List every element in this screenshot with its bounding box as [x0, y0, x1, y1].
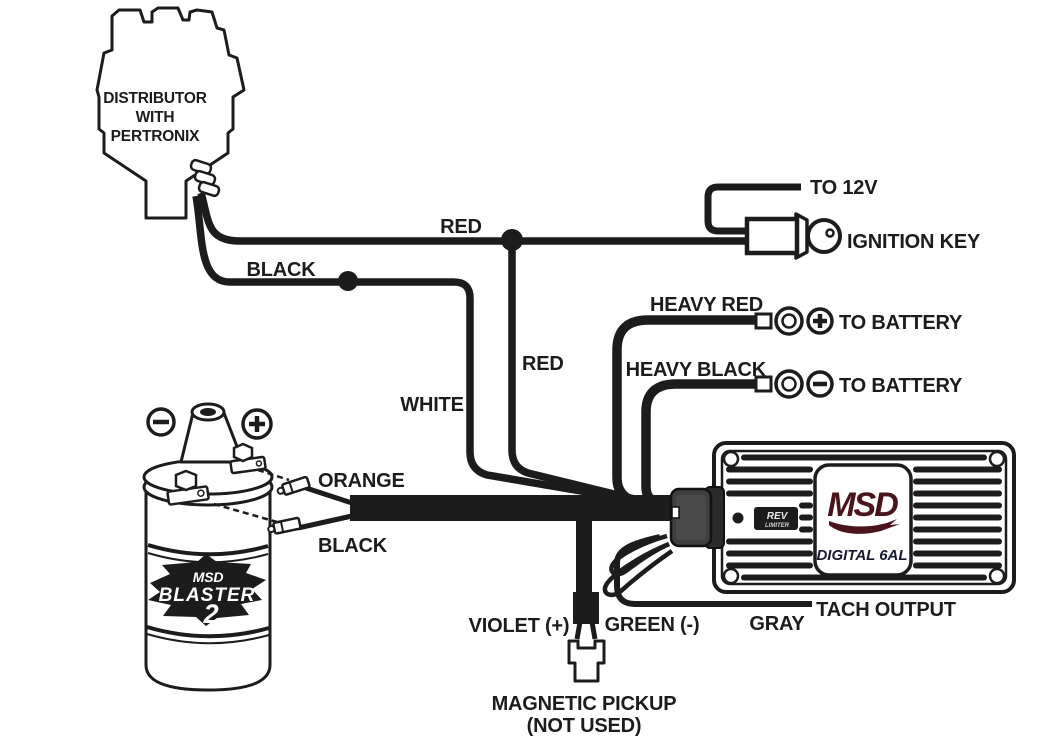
label-magnetic-pickup-line1: MAGNETIC PICKUP [492, 693, 677, 715]
dashed-lead [257, 468, 290, 482]
splice-dot-red [501, 229, 523, 251]
pickup-socket [567, 639, 606, 683]
switch-body [744, 216, 800, 256]
msd-ignition-box: REV LIMITER MSD DIGITAL 6AL [712, 441, 1016, 594]
label-black-top: BLACK [247, 259, 317, 281]
coil-brand: MSD [193, 569, 224, 585]
crimp-connector [754, 375, 773, 393]
ignition-switch [744, 212, 842, 260]
harness-connector [669, 486, 725, 549]
splice-dot-black [338, 271, 358, 291]
label-ignition-key: IGNITION KEY [847, 231, 981, 253]
label-red-top: RED [440, 216, 482, 238]
coil-negative-nut [174, 469, 198, 492]
orange-wire [305, 485, 353, 506]
label-magnetic-pickup-line2: (NOT USED) [527, 715, 642, 737]
rev-limiter-badge: REV LIMITER [754, 507, 798, 530]
crimp-connector [754, 312, 773, 330]
rev-limiter-text1: REV [767, 511, 789, 522]
red-wire [197, 191, 753, 245]
led-indicator [732, 512, 744, 524]
coil-harness [350, 495, 670, 521]
coil-positive-nut [232, 442, 254, 463]
connector-latch [671, 506, 680, 519]
label-to-12v: TO 12V [810, 177, 878, 199]
battery-positive-terminal [754, 306, 834, 336]
coil-logo-badge [148, 554, 266, 626]
label-heavy-red: HEAVY RED [650, 294, 763, 316]
coil-positive-icon [241, 408, 273, 440]
gray-wire-loop [602, 541, 674, 598]
battery-negative-terminal [754, 369, 834, 399]
label-to-battery-pos: TO BATTERY [839, 312, 963, 334]
ignition-key-icon [806, 218, 842, 254]
magnetic-pickup-connector [567, 592, 606, 683]
msd-model: DIGITAL 6AL [816, 547, 907, 564]
key-hole [825, 228, 835, 238]
rev-limiter-text2: LIMITER [765, 523, 790, 529]
corner-screw [988, 450, 1006, 468]
distributor-label-line3: PERTRONIX [111, 128, 200, 145]
labels: RED BLACK TO 12V IGNITION KEY HEAVY RED … [247, 177, 982, 737]
msd-logo-panel: MSD DIGITAL 6AL [813, 463, 913, 577]
to-12v-wire [704, 183, 801, 235]
label-orange: ORANGE [318, 470, 405, 492]
msd-swoosh [829, 519, 900, 534]
ignition-coil: MSD BLASTER 2 [142, 402, 311, 692]
coil-model: BLASTER [159, 585, 256, 606]
label-to-battery-neg: TO BATTERY [839, 375, 963, 397]
distributor-label-line1: DISTRIBUTOR [103, 90, 206, 107]
black-coil-wire [297, 513, 353, 531]
coil-negative-icon [146, 407, 176, 437]
pickup-plug [573, 592, 599, 624]
corner-screw [988, 567, 1006, 585]
label-tach-output: TACH OUTPUT [816, 599, 956, 621]
label-heavy-black: HEAVY BLACK [626, 359, 767, 381]
label-gray: GRAY [749, 613, 805, 635]
dashed-lead [213, 502, 278, 524]
spade-terminal-black [267, 516, 302, 535]
cooling-fins [726, 454, 1002, 581]
spade-terminal-orange [276, 475, 311, 496]
red-wire-vertical [508, 241, 660, 509]
label-violet: VIOLET (+) [469, 615, 570, 637]
coil-model-number: 2 [203, 599, 219, 629]
gray-wire [614, 534, 812, 607]
wire-grommet [189, 158, 221, 198]
corner-screw [722, 567, 740, 585]
corner-screw [722, 450, 740, 468]
label-white: WHITE [400, 394, 463, 416]
distributor-label-line2: WITH [136, 109, 175, 126]
label-green: GREEN (-) [605, 614, 700, 636]
wires [192, 183, 812, 607]
black-white-wire [192, 195, 659, 508]
msd-brand: MSD [827, 486, 898, 524]
label-black-coil: BLACK [318, 535, 388, 557]
distributor: DISTRIBUTOR WITH PERTRONIX [95, 6, 246, 220]
label-red-mid: RED [522, 353, 564, 375]
